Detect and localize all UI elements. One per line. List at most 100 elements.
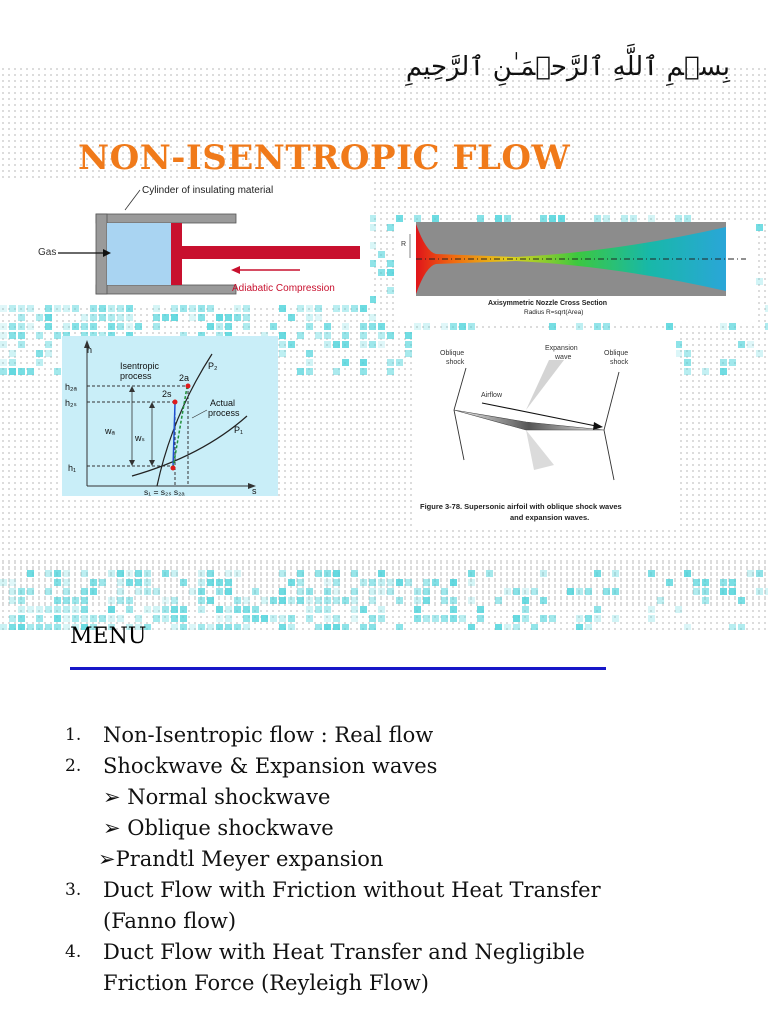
mosaic-tile xyxy=(198,579,205,586)
mosaic-tile xyxy=(567,588,574,595)
mosaic-tile xyxy=(153,606,160,613)
mosaic-tile xyxy=(54,305,61,312)
oblique-shock-left-1: Oblique xyxy=(440,350,464,357)
mosaic-tile xyxy=(216,314,223,321)
list-continuation: Friction Force (Reyleigh Flow) xyxy=(65,968,755,999)
mosaic-tile xyxy=(18,606,25,613)
mosaic-tile xyxy=(315,597,322,604)
list-text: (Fanno flow) xyxy=(103,909,237,933)
mosaic-tile xyxy=(9,332,16,339)
mosaic-tile xyxy=(216,323,223,330)
mosaic-tile xyxy=(270,597,277,604)
mosaic-tile xyxy=(747,570,754,577)
mosaic-tile xyxy=(135,570,142,577)
mosaic-tile xyxy=(522,606,529,613)
mosaic-tile xyxy=(81,624,88,630)
mosaic-tile xyxy=(207,305,214,312)
mosaic-tile xyxy=(180,615,187,622)
mosaic-tile xyxy=(234,597,241,604)
p2-label: P₂ xyxy=(208,361,218,371)
mosaic-tile xyxy=(423,588,430,595)
mosaic-tile xyxy=(171,606,178,613)
mosaic-tile xyxy=(270,323,277,330)
mosaic-tile xyxy=(756,224,763,231)
mosaic-tile xyxy=(117,579,124,586)
mosaic-tile xyxy=(369,597,376,604)
mosaic-tile xyxy=(531,624,538,630)
mosaic-tile xyxy=(378,570,385,577)
mosaic-tile xyxy=(621,215,628,222)
mosaic-tile xyxy=(315,570,322,577)
mosaic-tile xyxy=(117,615,124,622)
mosaic-tile xyxy=(171,615,178,622)
mosaic-tile xyxy=(729,579,736,586)
mosaic-tile xyxy=(504,215,511,222)
mosaic-tile xyxy=(279,597,286,604)
mosaic-tile xyxy=(243,624,250,630)
mosaic-tile xyxy=(684,350,691,357)
mosaic-tile xyxy=(387,287,394,294)
mosaic-tile xyxy=(378,251,385,258)
mosaic-tile xyxy=(720,588,727,595)
mosaic-tile xyxy=(549,215,556,222)
mosaic-tile xyxy=(306,606,313,613)
mosaic-tile xyxy=(270,615,277,622)
mosaic-tile xyxy=(648,615,655,622)
mosaic-tile xyxy=(594,570,601,577)
mosaic-tile xyxy=(423,323,430,330)
mosaic-tile xyxy=(423,597,430,604)
h2s-label: h₂ₛ xyxy=(65,398,77,408)
mosaic-tile xyxy=(261,597,268,604)
mosaic-tile xyxy=(189,314,196,321)
mosaic-tile xyxy=(9,305,16,312)
mosaic-tile xyxy=(369,579,376,586)
mosaic-tile xyxy=(378,588,385,595)
mosaic-tile xyxy=(288,579,295,586)
list-continuation: (Fanno flow) xyxy=(65,906,755,937)
mosaic-tile xyxy=(387,260,394,267)
mosaic-tile xyxy=(495,215,502,222)
mosaic-tile xyxy=(126,332,133,339)
mosaic-tile xyxy=(342,597,349,604)
mosaic-tile xyxy=(756,588,763,595)
mosaic-tile xyxy=(54,332,61,339)
mosaic-tile xyxy=(468,579,475,586)
mosaic-tile xyxy=(153,615,160,622)
mosaic-tile xyxy=(540,570,547,577)
mosaic-tile xyxy=(99,615,106,622)
mosaic-tile xyxy=(171,305,178,312)
oblique-shock-right-2: shock xyxy=(610,359,629,366)
isentropic-label-1: Isentropic xyxy=(120,361,160,371)
mosaic-tile xyxy=(414,323,421,330)
mosaic-tile xyxy=(45,588,52,595)
mosaic-tile xyxy=(90,615,97,622)
mosaic-tile xyxy=(153,588,160,595)
mosaic-tile xyxy=(423,615,430,622)
mosaic-tile xyxy=(225,332,232,339)
mosaic-tile xyxy=(36,359,43,366)
mosaic-tile xyxy=(18,341,25,348)
mosaic-tile xyxy=(252,588,259,595)
mosaic-tile xyxy=(27,624,34,630)
mosaic-tile xyxy=(441,597,448,604)
mosaic-tile xyxy=(63,624,70,630)
mosaic-tile xyxy=(63,305,70,312)
mosaic-tile xyxy=(171,314,178,321)
mosaic-tile xyxy=(576,624,583,630)
mosaic-tile xyxy=(369,323,376,330)
mosaic-tile xyxy=(54,368,61,375)
mosaic-tile xyxy=(405,341,412,348)
mosaic-tile xyxy=(675,341,682,348)
mosaic-tile xyxy=(54,597,61,604)
mosaic-tile xyxy=(738,341,745,348)
mosaic-tile xyxy=(279,624,286,630)
mosaic-tile xyxy=(360,624,367,630)
mosaic-tile xyxy=(693,579,700,586)
mosaic-tile xyxy=(549,323,556,330)
mosaic-tile xyxy=(378,579,385,586)
mosaic-tile xyxy=(342,305,349,312)
list-subitem-text: ➢Prandtl Meyer expansion xyxy=(98,847,384,871)
list-number: 3. xyxy=(65,880,82,900)
mosaic-tile xyxy=(522,588,529,595)
mosaic-tile xyxy=(306,350,313,357)
